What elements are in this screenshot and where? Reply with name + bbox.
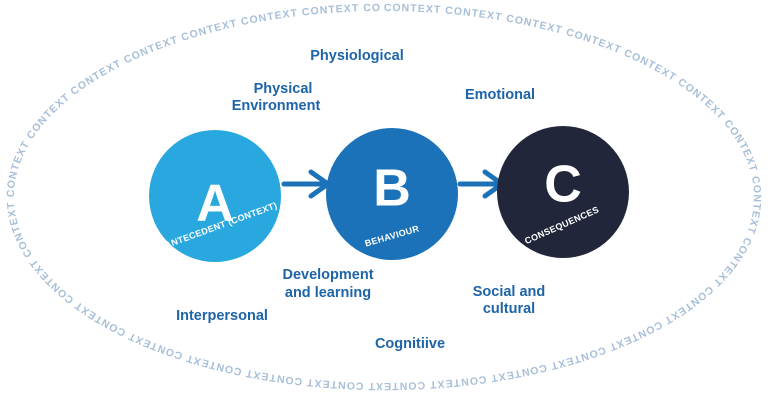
arrow-a-to-b — [281, 169, 331, 199]
factor-development-line1: Development — [282, 267, 373, 283]
node-behaviour: B BEHAVIOUR — [326, 128, 458, 260]
factor-social-line2: cultural — [483, 301, 535, 317]
node-a-letter: A — [196, 175, 234, 233]
factor-physical-line2: Environment — [232, 98, 321, 114]
factor-cognitive: Cognitiive — [375, 336, 445, 352]
node-a-circle — [149, 130, 281, 262]
factor-physiological: Physiological — [310, 48, 403, 64]
arrow-b-to-c — [457, 169, 505, 199]
factor-social-line1: Social and — [473, 284, 546, 300]
node-antecedent: A ANTECEDENT (CONTEXT) — [149, 130, 281, 262]
factor-emotional: Emotional — [465, 87, 535, 103]
node-consequences: C CONSEQUENCES — [497, 126, 629, 258]
factor-interpersonal: Interpersonal — [176, 308, 268, 324]
node-c-letter: C — [544, 156, 582, 214]
node-b-letter: B — [373, 160, 411, 218]
factor-physical-line1: Physical — [254, 81, 313, 97]
factor-development-line2: and learning — [285, 285, 371, 301]
node-c-circle — [497, 126, 629, 258]
node-b-circle — [326, 128, 458, 260]
